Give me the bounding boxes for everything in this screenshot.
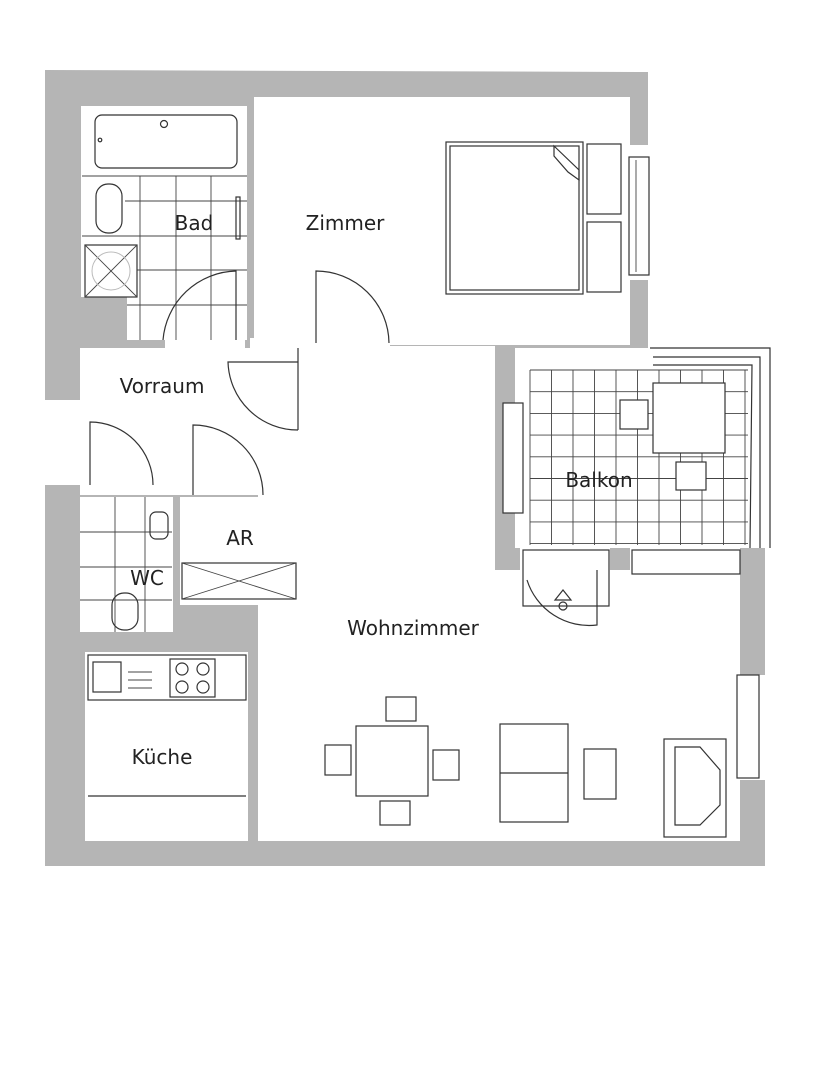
- label-kueche: Küche: [132, 745, 193, 769]
- shower-tray: [84, 244, 138, 298]
- bathtub: [94, 114, 238, 169]
- label-vorraum: Vorraum: [120, 374, 205, 398]
- window-zimmer: [628, 156, 650, 276]
- label-bad: Bad: [175, 211, 214, 235]
- bed: [445, 141, 622, 295]
- balkon-tiles: [529, 369, 748, 545]
- kitchen-counter: [87, 654, 247, 797]
- label-balkon: Balkon: [565, 468, 632, 492]
- room-labels: Bad Zimmer Vorraum Balkon AR WC Wohnzimm…: [120, 211, 633, 769]
- label-zimmer: Zimmer: [306, 211, 386, 235]
- label-wc: WC: [130, 566, 164, 590]
- balkon-furniture: [502, 347, 771, 627]
- sofa: [499, 723, 617, 823]
- window-wohnzimmer: [736, 674, 760, 779]
- tv-unit: [663, 738, 727, 838]
- ar-shelf: [181, 562, 297, 600]
- label-wohnzimmer: Wohnzimmer: [347, 616, 480, 640]
- label-ar: AR: [226, 526, 254, 550]
- door-entrance: [89, 421, 154, 486]
- wc-fixtures: [80, 497, 172, 632]
- bad-tiles: [82, 175, 247, 341]
- door-vorraum: [227, 361, 299, 431]
- room-interiors: [80, 97, 765, 841]
- door-zimmer: [315, 270, 390, 344]
- door-ar: [192, 424, 264, 496]
- dining-set: [324, 696, 460, 826]
